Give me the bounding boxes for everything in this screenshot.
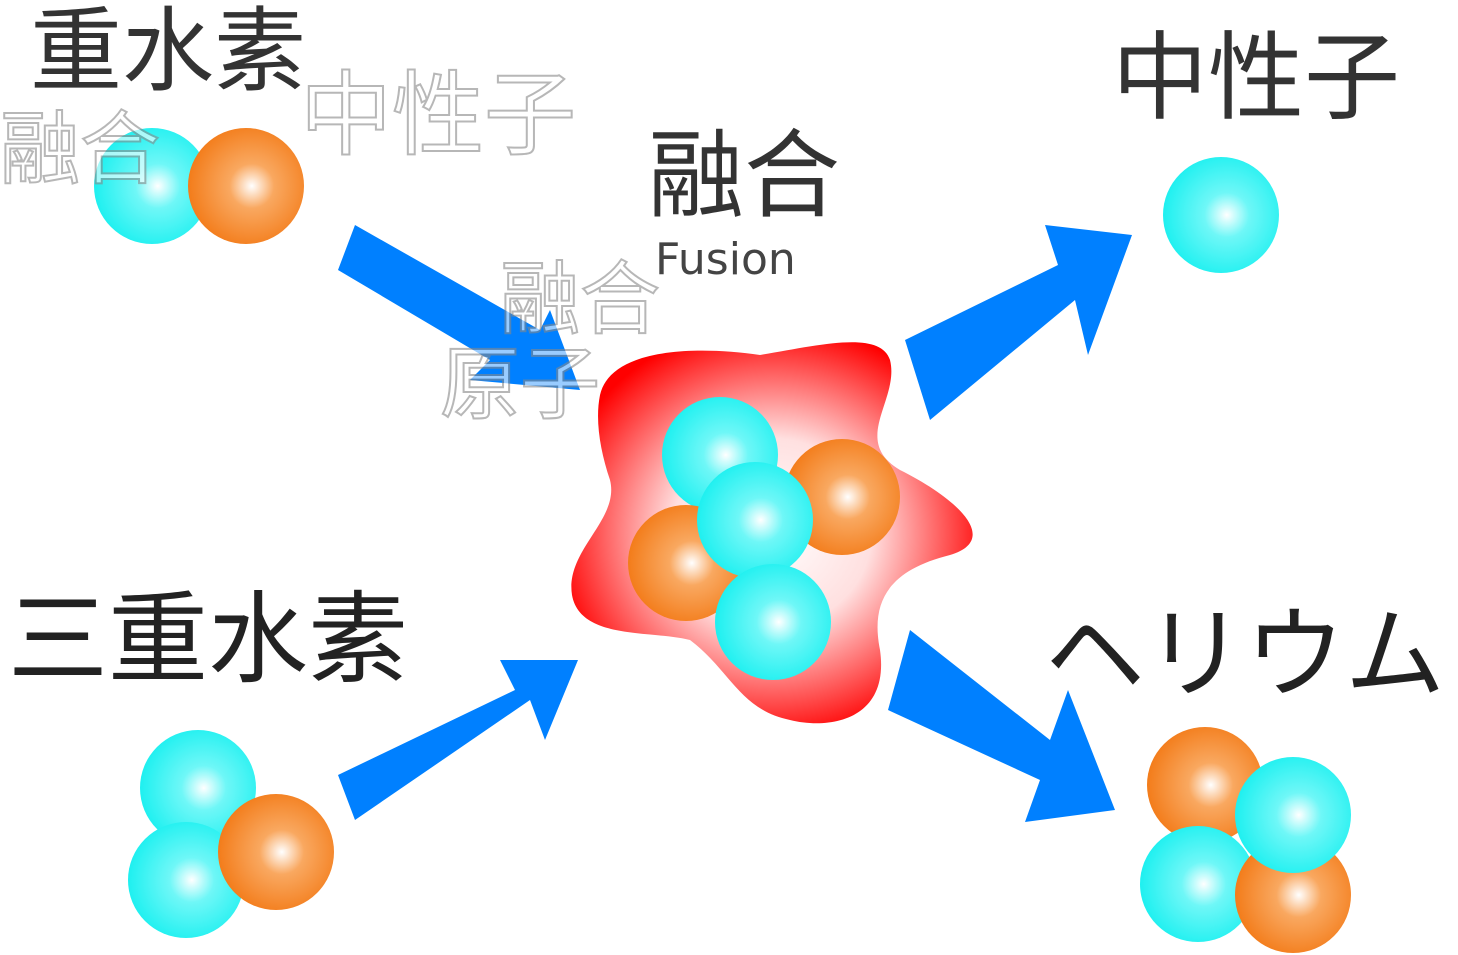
- ghost-text-fusion: 融合: [0, 103, 161, 196]
- label-fusion-en: Fusion: [655, 234, 796, 285]
- arrow-tritium-in: [338, 660, 578, 820]
- tritium-proton-2: [128, 822, 244, 938]
- helium-neutron-1: [1147, 727, 1263, 843]
- helium-proton-1: [1140, 826, 1256, 942]
- neutron-particle: [1163, 157, 1279, 273]
- tritium-proton-1: [140, 730, 256, 846]
- ghost-text-neutron: 中性子: [299, 62, 577, 169]
- deuterium-proton: [94, 128, 210, 244]
- label-helium: ヘリウム: [1045, 596, 1445, 713]
- label-fusion-jp: 融合: [648, 120, 840, 232]
- ghost-text-nucleus: 原子: [439, 338, 601, 431]
- center-proton-3: [715, 564, 831, 680]
- ghost-text-fusion-2: 融合: [499, 253, 661, 346]
- label-tritium: 三重水素: [8, 581, 408, 698]
- label-neutron: 中性子: [1112, 22, 1400, 134]
- arrow-helium-out: [888, 630, 1115, 822]
- center-proton-2: [697, 462, 813, 578]
- tritium-neutron: [218, 794, 334, 910]
- helium-proton-2: [1235, 757, 1351, 873]
- deuterium-neutron: [188, 128, 304, 244]
- label-deuterium: 重水素: [30, 0, 307, 105]
- helium-neutron-2: [1235, 837, 1351, 953]
- center-neutron-1: [784, 439, 900, 555]
- arrow-neutron-out: [905, 225, 1132, 420]
- arrow-deuterium-in: [338, 225, 580, 390]
